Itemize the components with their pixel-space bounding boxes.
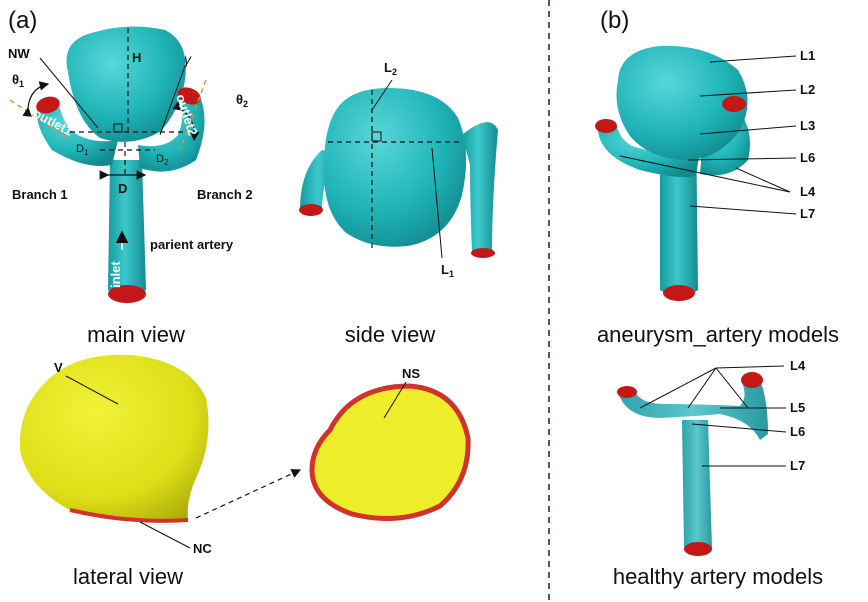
healthy-label-1: L4: [790, 358, 806, 373]
healthy-artery-model: [617, 365, 787, 556]
l7-a-leader: [689, 205, 797, 215]
side-right-vessel: [462, 122, 498, 252]
d2-label: D2: [156, 153, 169, 167]
l4-a-leader-left: [619, 155, 791, 193]
aneurysm-label-5: L4: [800, 184, 816, 199]
projection-arrow: [195, 469, 302, 519]
side-right-angle: [371, 131, 382, 142]
branch1-vessel: [36, 100, 118, 166]
healthy-label-4: L7: [790, 458, 805, 473]
l4-h-leader-mid: [687, 367, 717, 409]
l2-label: L2: [384, 60, 397, 77]
lateral-view-model: [19, 354, 302, 549]
h-branches: [618, 380, 768, 440]
aneurysm-label-3: L3: [800, 118, 815, 133]
healthy-label-2: L5: [790, 400, 805, 415]
nw-leader: [39, 57, 99, 129]
l4-h-leader-left: [639, 367, 717, 409]
nw-label: NW: [8, 46, 30, 61]
b-inlet-cap: [663, 285, 695, 301]
neck-curve: [69, 508, 189, 523]
ns-label: NS: [402, 366, 420, 381]
right-angle-mark: [113, 123, 123, 133]
h-inlet-cap: [684, 542, 712, 556]
l6-h-leader: [691, 423, 787, 433]
outlet2-cap: [177, 87, 201, 105]
side-left-cap: [299, 204, 323, 216]
panel-label-a: (a): [8, 7, 37, 34]
side-view-model: [299, 79, 498, 259]
caption-main-view: main view: [87, 322, 185, 347]
v-label: V: [54, 360, 63, 375]
aneurysm-label-2: L2: [800, 82, 815, 97]
healthy-label-3: L6: [790, 424, 805, 439]
lateral-sac: [19, 354, 209, 521]
theta2-arc: [172, 101, 200, 142]
side-right-cap: [471, 248, 495, 258]
theta1-line: [9, 99, 71, 141]
l4-a-leader-right: [735, 167, 791, 193]
neck-surface: [309, 383, 471, 521]
ns-leader: [383, 381, 407, 419]
l2-a-leader: [699, 89, 797, 97]
aneurysm-label-4: L6: [800, 150, 815, 165]
parent-artery-vessel: [108, 160, 146, 296]
l4-h-leader: [715, 365, 785, 369]
diameter-label: D: [118, 181, 127, 196]
b-aneurysm-sac: [616, 45, 748, 160]
caption-aneurysm-models: aneurysm_artery models: [597, 322, 839, 347]
nc-label: NC: [193, 541, 212, 556]
l1-label: L1: [441, 262, 454, 279]
gamma-leader: [159, 65, 186, 136]
parent-artery-label: parient artery: [150, 237, 234, 252]
l2-leader: [371, 79, 393, 111]
d1-label: D1: [76, 143, 89, 157]
inlet-cap: [108, 285, 146, 303]
inlet-label: inlet: [108, 261, 123, 288]
aneurysm-label-1: L1: [800, 48, 815, 63]
theta1-label: θ1: [12, 72, 24, 89]
aneurysm-artery-model: [595, 45, 797, 301]
aneurysm-label-6: L7: [800, 206, 815, 221]
branch1-label: Branch 1: [12, 187, 68, 202]
l1-leader: [431, 147, 443, 259]
l3-a-leader: [699, 125, 797, 135]
h-outlet2-cap: [741, 372, 763, 388]
nc-leader: [139, 521, 191, 549]
height-label: H: [132, 50, 141, 65]
panel-label-b: (b): [600, 7, 629, 34]
b-branch1: [598, 122, 700, 178]
main-view-model: [9, 26, 207, 303]
theta2-label: θ2: [236, 92, 248, 109]
h-outlet1-cap: [617, 386, 637, 398]
v-leader: [65, 375, 119, 405]
neck-surface-model: [309, 381, 471, 521]
branch2-label: Branch 2: [197, 187, 253, 202]
caption-lateral-view: lateral view: [73, 564, 183, 589]
gamma-label: γ: [184, 51, 192, 67]
side-aneurysm-sac: [323, 88, 467, 247]
l1-a-leader: [709, 55, 797, 63]
caption-side-view: side view: [345, 322, 436, 347]
l6-a-leader: [687, 157, 797, 161]
b-outlet2-cap: [722, 96, 746, 112]
caption-healthy-models: healthy artery models: [613, 564, 823, 589]
h-parent-vessel: [682, 420, 712, 553]
b-outlet1-cap: [595, 119, 617, 133]
l4-h-leader-right: [715, 367, 749, 409]
theta1-arc: [22, 81, 50, 117]
aneurysm-sac: [66, 26, 186, 142]
